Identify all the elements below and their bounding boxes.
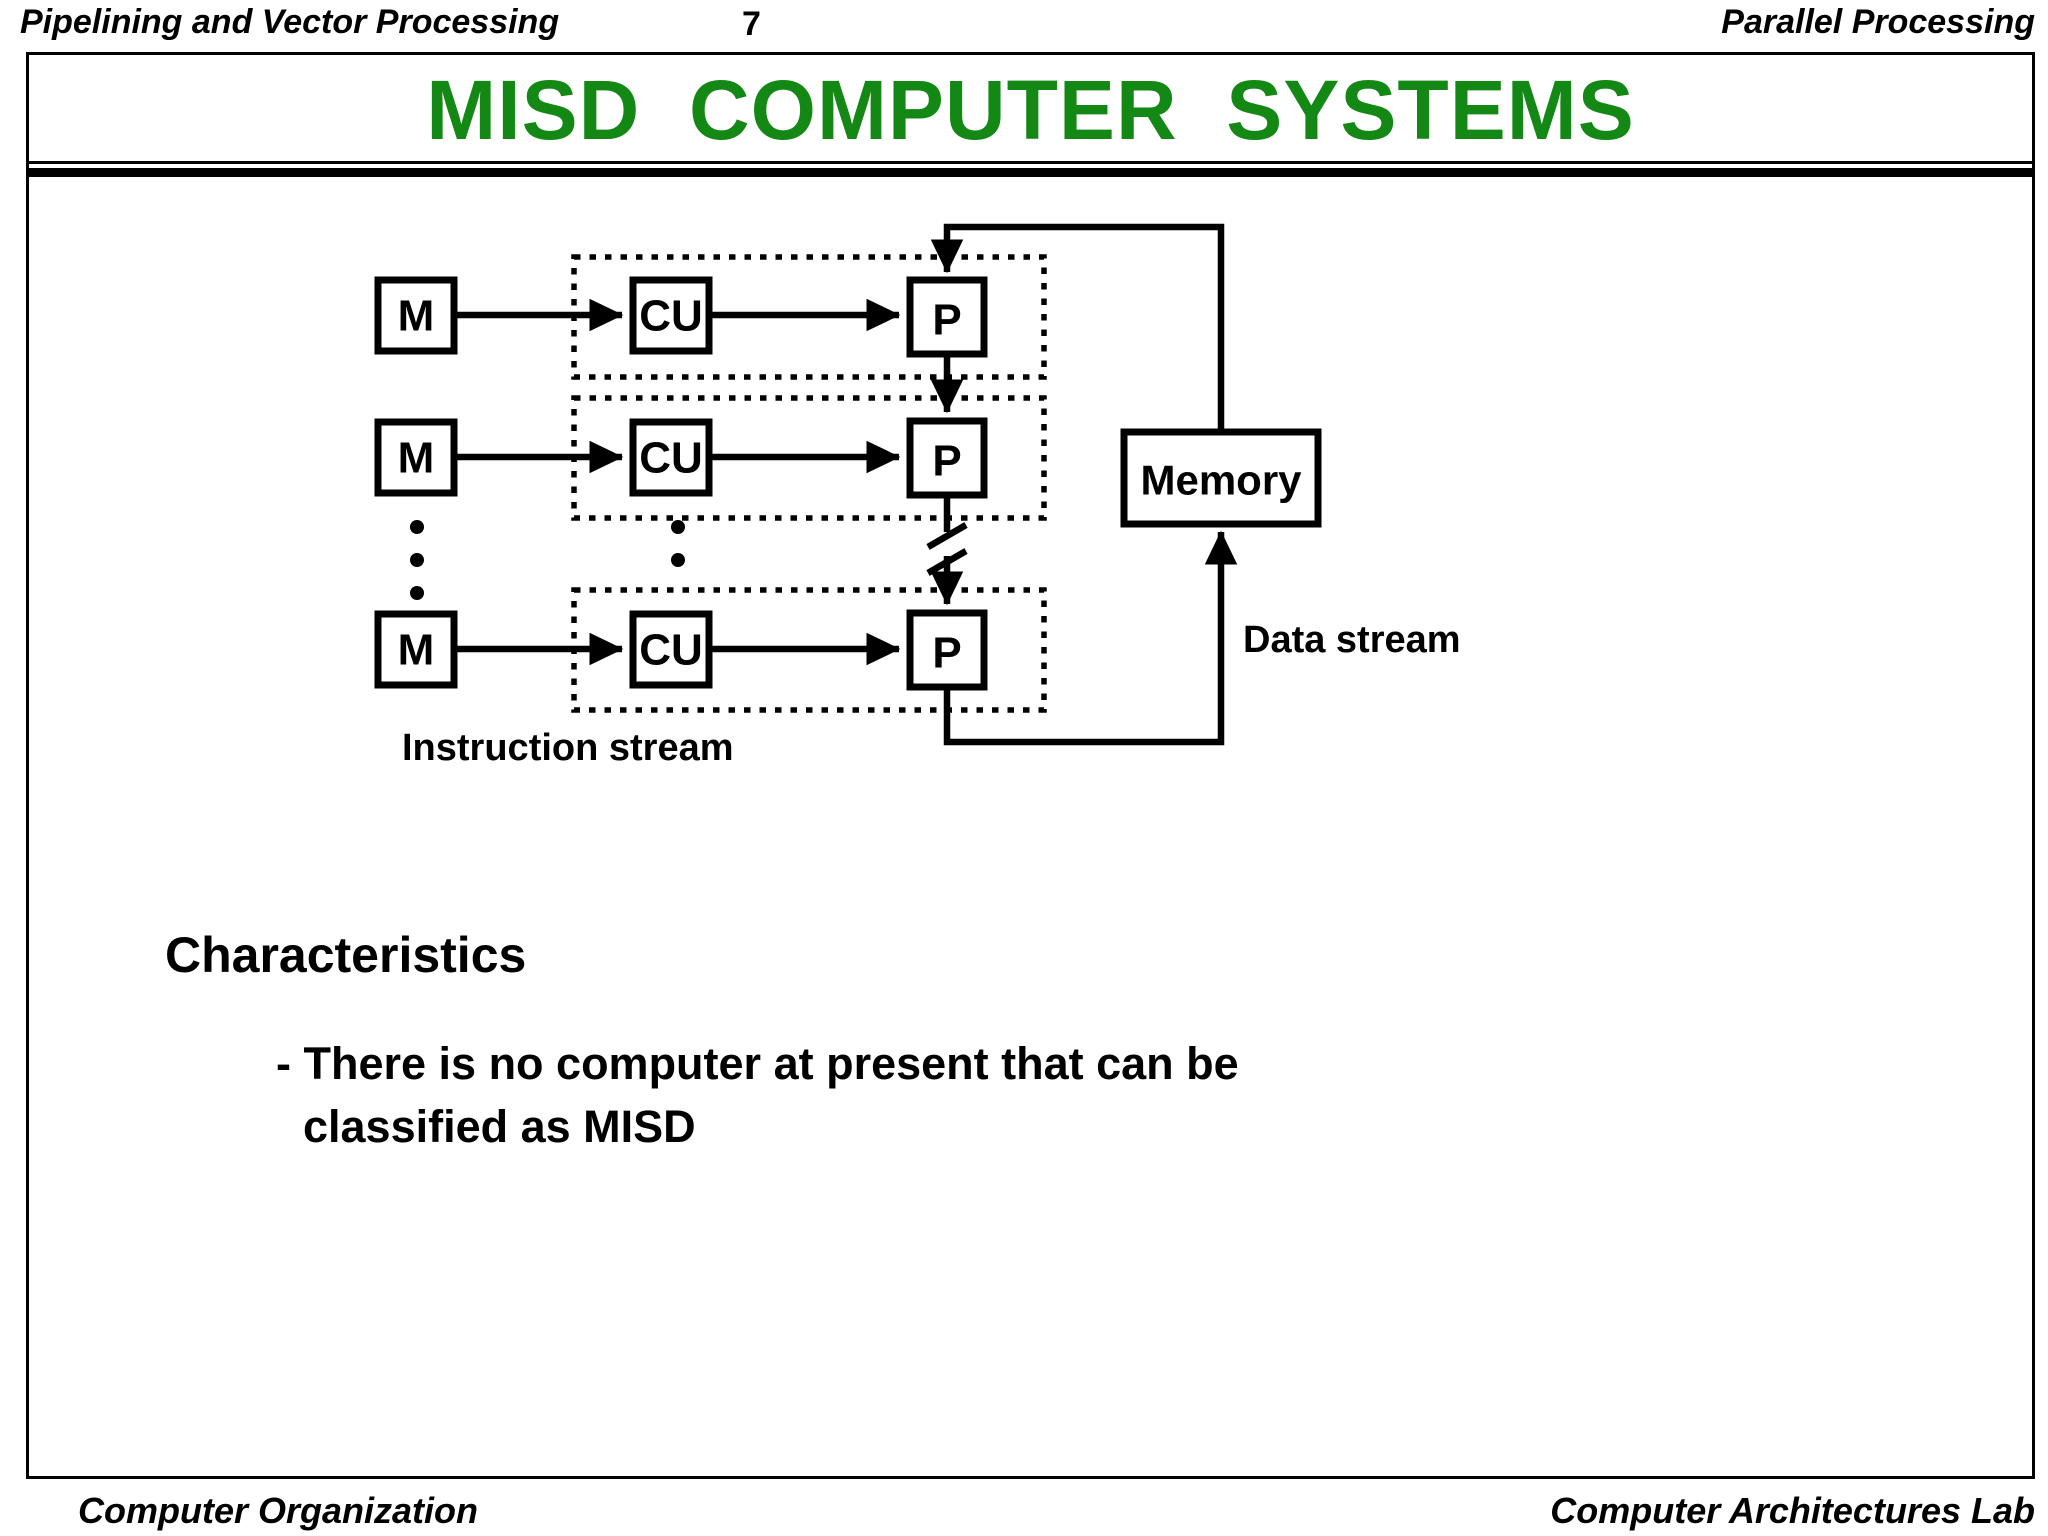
p3-to-memory-data-line [943,530,1238,746]
cu2-label: CU [639,434,703,483]
characteristics-bullet-line1: - There is no computer at present that c… [276,1038,1239,1089]
m1-label: M [398,292,435,341]
ellipsis-dot [671,520,685,534]
slide-title: MISD COMPUTER SYSTEMS [426,63,1635,157]
footer-organization: Computer Organization [78,1490,479,1531]
ellipsis-dot [410,520,424,534]
title-rule-thin [26,161,2035,164]
m3-label: M [398,626,435,675]
ellipsis-dot [410,586,424,600]
footer-lab: Computer Architectures Lab [1550,1490,2035,1531]
ellipsis-dot [410,553,424,567]
break-slash-1 [926,522,968,550]
cu1-label: CU [639,292,703,341]
instruction-stream-label: Instruction stream [402,727,734,769]
characteristics-bullet-line2: classified as MISD [303,1101,696,1152]
data-stream-label: Data stream [1243,619,1461,661]
break-slash-2 [926,548,968,576]
p1-label: P [932,296,961,345]
p3-label: P [932,629,961,678]
p2-label: P [932,437,961,486]
content-border-box [26,52,2035,1479]
m2-label: M [398,434,435,483]
memory-to-p1-feedback-line [930,223,1225,432]
header-section-title: Parallel Processing [1721,3,2035,41]
cu3-label: CU [639,626,703,675]
characteristics-heading: Characteristics [165,927,527,983]
ellipsis-dot [671,553,685,567]
title-rule-thick [26,168,2035,177]
page-number: 7 [742,5,761,43]
memory-label: Memory [1140,457,1302,504]
header-course-title: Pipelining and Vector Processing [20,3,560,41]
